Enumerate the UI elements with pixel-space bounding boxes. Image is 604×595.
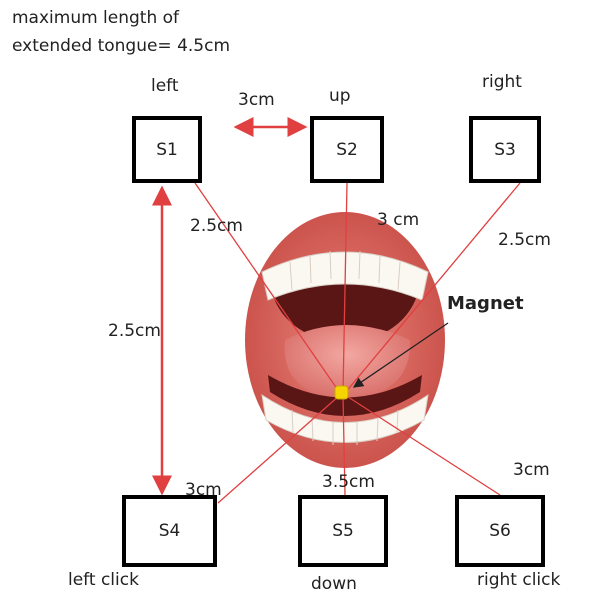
measure-s2-magnet: 3 cm <box>377 212 419 229</box>
s1-caption: left <box>151 78 179 95</box>
sensor-s6: S6 <box>455 495 545 567</box>
measure-s1-s4: 2.5cm <box>108 323 161 340</box>
sensor-s2: S2 <box>310 116 384 183</box>
sensor-s2-label: S2 <box>336 140 358 160</box>
measure-s3-magnet: 2.5cm <box>498 232 551 249</box>
s6-caption: right click <box>477 572 560 589</box>
s3-caption: right <box>482 74 522 91</box>
sensor-s1-label: S1 <box>156 140 178 160</box>
sensor-s5: S5 <box>298 495 388 567</box>
sensor-s6-label: S6 <box>489 521 511 541</box>
magnet-icon <box>335 386 348 399</box>
s5-caption: down <box>311 576 357 593</box>
mouth-illustration <box>245 212 445 468</box>
header-line-1: maximum length of <box>12 10 179 27</box>
sensor-s4-label: S4 <box>159 521 181 541</box>
measure-s1-s2: 3cm <box>238 92 275 109</box>
sensor-s3-label: S3 <box>494 140 516 160</box>
header-line-2: extended tongue= 4.5cm <box>12 38 230 55</box>
sensor-s1: S1 <box>132 116 202 183</box>
sensor-s4: S4 <box>122 495 217 567</box>
measure-s6-magnet: 3cm <box>513 462 550 479</box>
sensor-s5-label: S5 <box>332 521 354 541</box>
magnet-label: Magnet <box>447 295 524 313</box>
sensor-s3: S3 <box>469 116 541 183</box>
s2-caption: up <box>329 88 351 105</box>
measure-s1-magnet: 2.5cm <box>190 218 243 235</box>
s4-caption: left click <box>68 572 139 589</box>
measure-s4-magnet: 3cm <box>185 482 222 499</box>
measure-s5-magnet: 3.5cm <box>322 474 375 491</box>
